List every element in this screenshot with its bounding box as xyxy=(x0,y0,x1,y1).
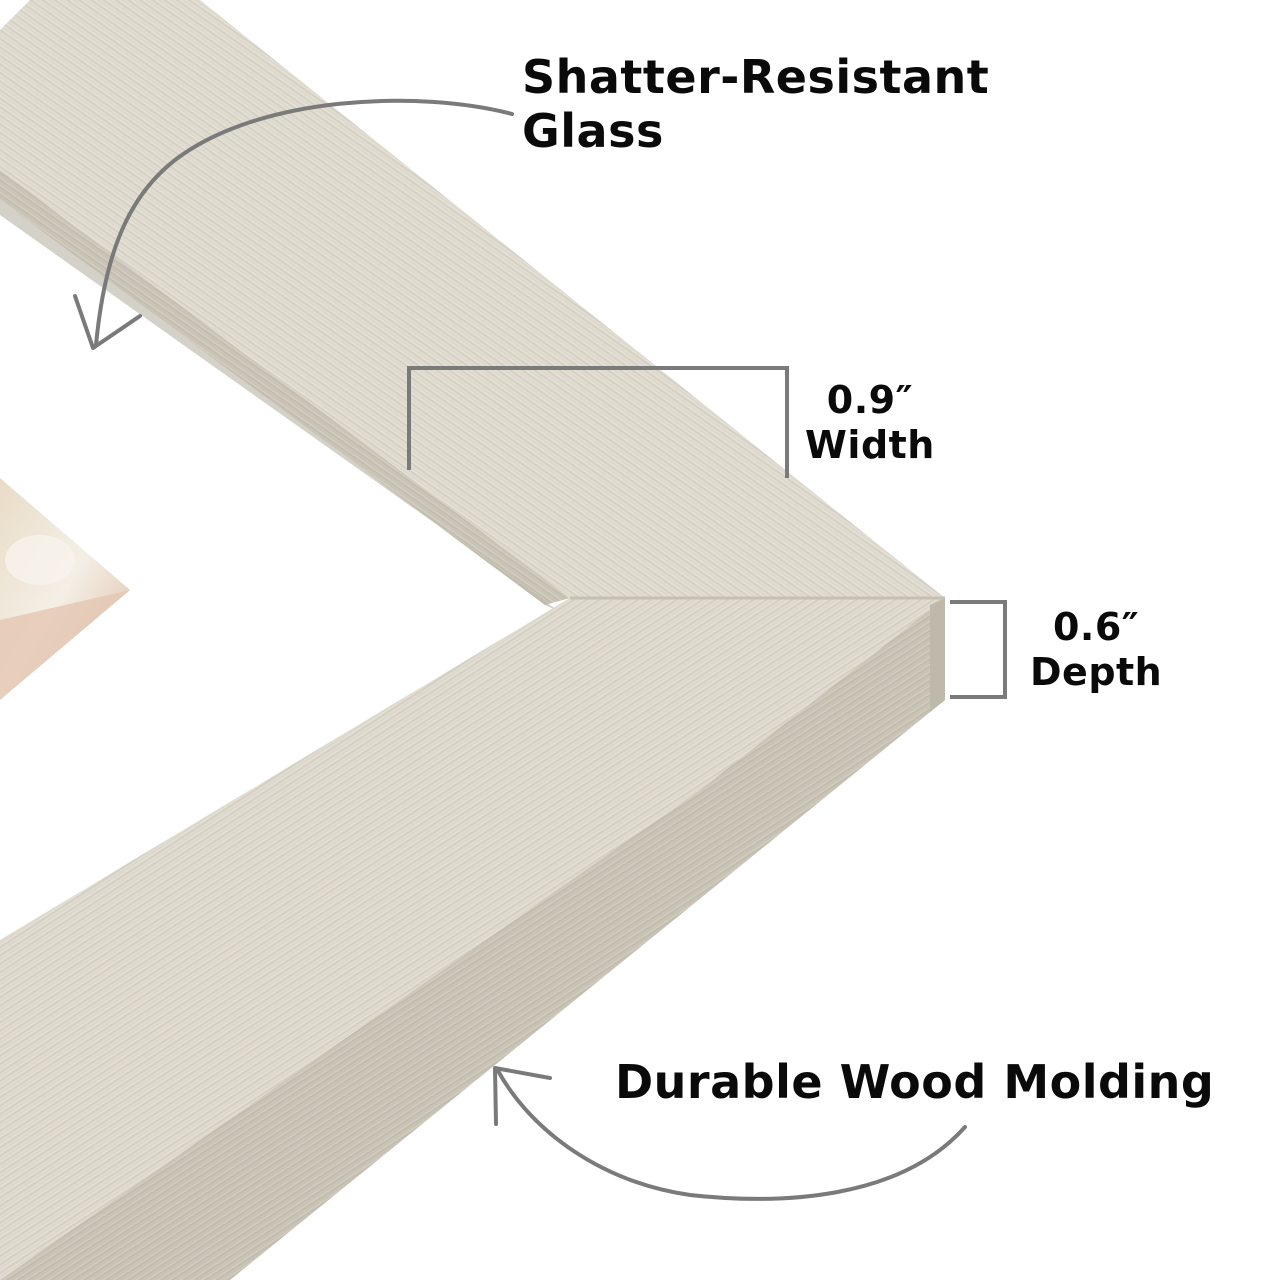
width-value: 0.9″ xyxy=(826,378,914,422)
glass-callout: Shatter-Resistant Glass xyxy=(522,50,989,159)
frame-bottom-rail xyxy=(0,596,945,1280)
molding-arrow-icon xyxy=(493,1066,967,1201)
width-dimension-bracket xyxy=(407,366,789,478)
depth-callout: 0.6″ Depth xyxy=(1030,605,1162,695)
glass-callout-line1: Shatter-Resistant xyxy=(522,50,990,104)
glass-callout-line2: Glass xyxy=(522,104,664,159)
frame-top-rail xyxy=(0,0,945,612)
glass-arrow-icon xyxy=(73,98,514,350)
molding-callout: Durable Wood Molding xyxy=(615,1055,1215,1109)
width-callout: 0.9″ Width xyxy=(805,378,935,468)
depth-value: 0.6″ xyxy=(1052,605,1140,649)
width-label: Width xyxy=(805,422,935,467)
depth-label: Depth xyxy=(1030,649,1163,694)
depth-dimension-bracket xyxy=(950,600,1007,699)
photo-corner xyxy=(0,478,130,700)
